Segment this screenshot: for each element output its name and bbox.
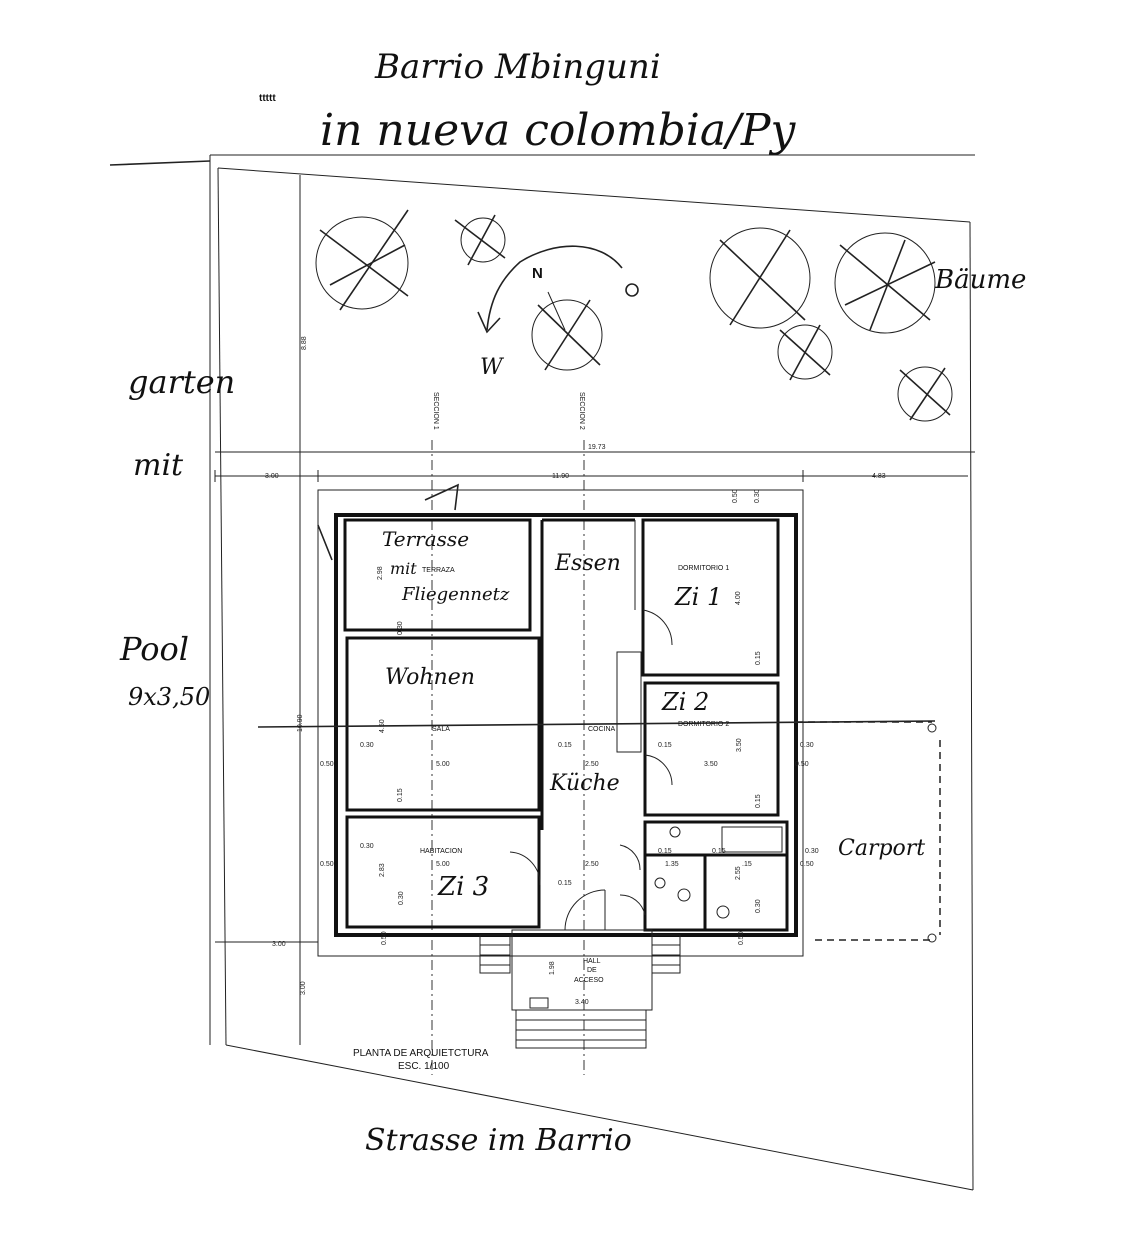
handwritten-wohnen: Wohnen [385, 665, 475, 690]
dim-0-30-b: 0.30 [397, 621, 404, 635]
handwritten-title-line2: in nueva colombia/Py [320, 105, 797, 156]
room-label-hall-1: HALL [583, 958, 601, 965]
dim-0-50-right: 0.50 [795, 761, 809, 768]
dim-0-15-cocina: 0.15 [558, 742, 572, 749]
handwritten-fliegennetz: Fliegennetz [401, 584, 510, 605]
dim-0-15-a: 0.15 [755, 651, 762, 665]
compass-north: N [532, 265, 543, 282]
dim-2-50-hall: 2.50 [585, 861, 599, 868]
room-label-sala: SALA [432, 726, 450, 733]
dim-5-00-hab: 5.00 [436, 861, 450, 868]
dim-3-00-bot: 3.00 [300, 986, 307, 1000]
dim-0-50-bot2: 0.50 [738, 931, 745, 945]
dim-8-88: 8.88 [301, 336, 308, 350]
dim-3-00-top: 3.00 [265, 473, 279, 480]
dim-4-00: 4.00 [735, 591, 742, 605]
handwritten-title-line1: Barrio Mbinguni [374, 47, 661, 87]
handwritten-kueche: Küche [549, 771, 620, 796]
handwritten-terrasse: Terrasse [382, 527, 469, 551]
dim-2-83: 2.83 [379, 863, 386, 877]
dim-0-30-right: 0.30 [800, 742, 814, 749]
dim-10-90: 10.90 [297, 714, 304, 732]
dimension-lines [214, 470, 968, 945]
dim-3-40: 3.40 [575, 999, 589, 1006]
lot-boundary [209, 154, 975, 1191]
handwritten-pool: Pool [119, 630, 189, 668]
dim-0-30-bano2: 0.30 [755, 899, 762, 913]
dim-0-50-bano: 0.50 [800, 861, 814, 868]
dim-4-50: 4.50 [379, 719, 386, 733]
room-label-terraza: TERRAZA [422, 567, 455, 574]
dim-5-00-sala: 5.00 [436, 761, 450, 768]
dim-0-30-sala: 0.30 [360, 742, 374, 749]
section-2-label: SECCION 2 [578, 392, 585, 430]
dim-0-50-bot: 0.50 [381, 931, 388, 945]
dim-0-15-bano2: 0.15 [712, 848, 726, 855]
dim-0-50-top: 0.50 [732, 489, 739, 503]
dim-3-00-left: 3.00 [300, 981, 307, 995]
dim-2-98: 2.98 [377, 566, 384, 580]
dim-0-15-dorm2: 0.15 [658, 742, 672, 749]
dim-0-50-hab: 0.50 [320, 861, 334, 868]
dim-3-50-dorm2: 3.50 [704, 761, 718, 768]
dim-3-50-dorm2v: 3.50 [736, 738, 743, 752]
dim-4-83: 4.83 [872, 473, 886, 480]
dim-0-15-sala: 0.15 [397, 788, 404, 802]
room-label-dormitorio1: DORMITORIO 1 [678, 565, 729, 572]
dim-0-30-hab: 0.30 [360, 843, 374, 850]
trees [315, 209, 953, 422]
handwritten-baume: Bäume [934, 265, 1026, 295]
dim-15: .15 [742, 861, 752, 868]
compass-east: O [612, 281, 614, 283]
plan-scale: ESC. 1/100 [398, 1061, 450, 1072]
dim-1-98: 1.98 [549, 961, 556, 975]
room-label-cocina: COCINA [588, 726, 616, 733]
dim-0-50-sala: 0.50 [320, 761, 334, 768]
section-1-label: SECCION 1 [432, 392, 439, 430]
handwritten-garten: garten [128, 363, 235, 401]
handwritten-terrasse-mit: mit [390, 559, 417, 578]
handwritten-pool-size: 9x3,50 [128, 683, 210, 711]
handwritten-carport: Carport [838, 836, 925, 861]
entrance [479, 929, 681, 1049]
handwritten-zi2: Zi 2 [661, 688, 709, 716]
doors [509, 609, 783, 931]
plan-title: PLANTA DE ARQUIETCTURA [353, 1048, 489, 1059]
dim-1-35: 1.35 [665, 861, 679, 868]
room-label-hall-2: DE [587, 967, 597, 974]
compass-west: W [480, 355, 505, 380]
handwritten-essen: Essen [554, 551, 621, 576]
compass [477, 245, 639, 334]
carport-outline [796, 721, 941, 943]
handwritten-strasse: Strasse im Barrio [365, 1123, 632, 1158]
dim-0-30-bano: 0.30 [805, 848, 819, 855]
handwritten-zi3: Zi 3 [437, 872, 489, 902]
dim-2-55: 2.55 [735, 866, 742, 880]
handwritten-mit: mit [133, 448, 184, 483]
dim-2-50-cocina: 2.50 [585, 761, 599, 768]
dim-0-30-top: 0.30 [754, 489, 761, 503]
dim-11-90: 11.90 [552, 473, 569, 480]
house-outline [317, 489, 804, 957]
room-label-hall-3: ACCESO [574, 977, 604, 984]
dim-3-00-mid: 3.00 [272, 941, 286, 948]
dim-19-73: 19.73 [588, 444, 606, 451]
dim-0-30-hab2: 0.30 [398, 891, 405, 905]
top-mark: ttttt [259, 93, 276, 104]
room-label-habitacion: HABITACION [420, 848, 462, 855]
dim-0-15-right: 0.15 [755, 794, 762, 808]
handwritten-zi1: Zi 1 [674, 583, 722, 611]
dim-0-15-hab: 0.15 [558, 880, 572, 887]
room-label-dormitorio2: DORMITORIO 2 [678, 721, 729, 728]
dim-0-15-bano: 0.15 [658, 848, 672, 855]
